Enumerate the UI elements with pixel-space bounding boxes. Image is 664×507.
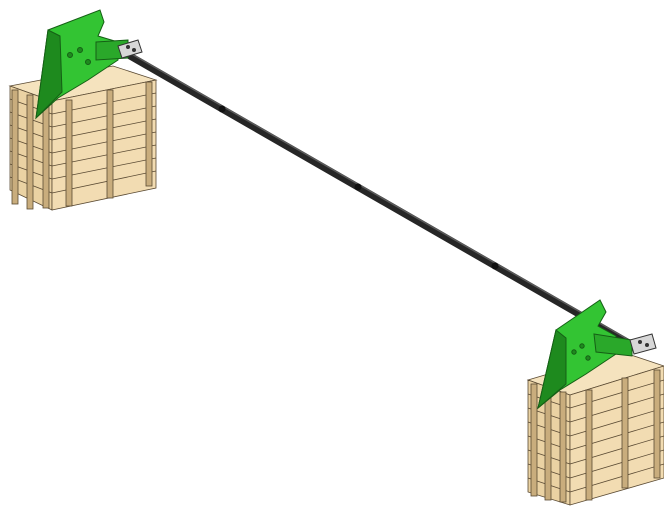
left-mount-plate <box>117 39 143 59</box>
left-bracket <box>35 9 129 120</box>
right-mount-plate <box>629 333 657 355</box>
beam-joint <box>218 105 226 113</box>
beam-joint <box>491 262 499 270</box>
beam-joint <box>354 183 362 191</box>
right-bracket <box>537 299 633 410</box>
connecting-beam <box>126 52 640 351</box>
left-pallet-stack <box>8 65 158 211</box>
